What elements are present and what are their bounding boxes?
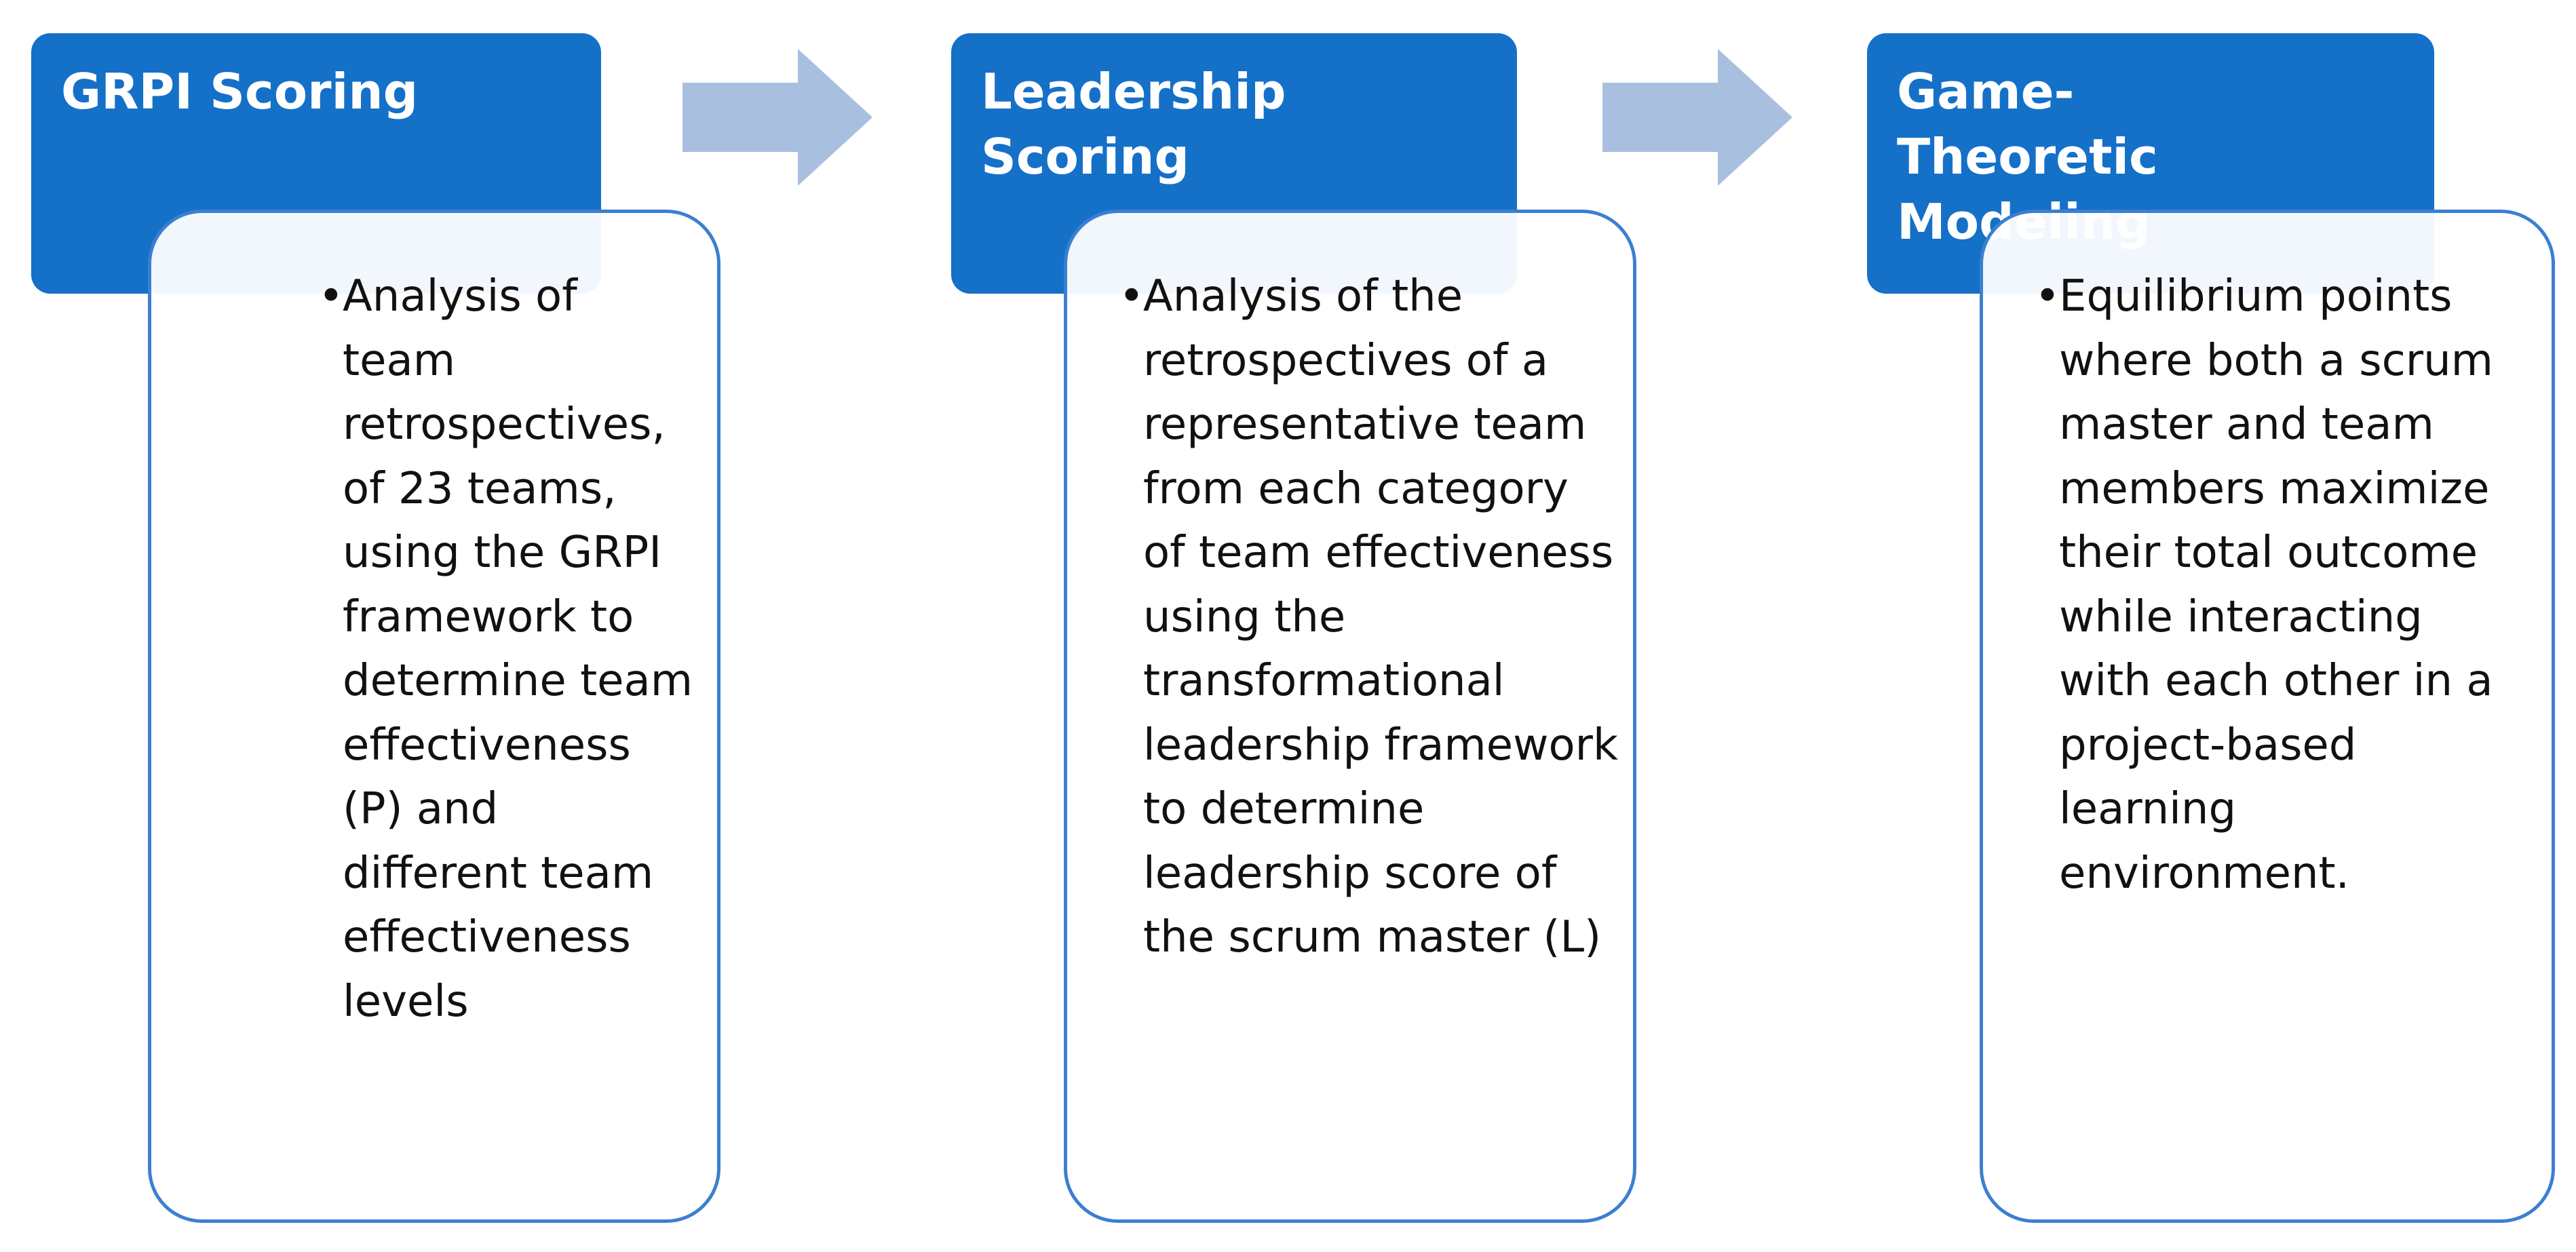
- bullet-list: • Equilibrium points where both a scrum …: [2035, 265, 2527, 905]
- bullet-text: Equilibrium points where both a scrum ma…: [2059, 271, 2493, 899]
- bullet-list: • Analysis of team retrospectives, of 23…: [318, 265, 695, 1034]
- right-arrow-icon: [1602, 49, 1792, 186]
- step-card: • Equilibrium points where both a scrum …: [1980, 210, 2555, 1223]
- bullet-item: • Analysis of the retrospectives of a re…: [1119, 265, 1618, 970]
- step-title: Leadership Scoring: [981, 63, 1286, 185]
- step-card: • Analysis of the retrospectives of a re…: [1064, 210, 1636, 1223]
- bullet-list: • Analysis of the retrospectives of a re…: [1119, 265, 1618, 970]
- bullet-text: Analysis of team retrospectives, of 23 t…: [343, 271, 693, 1027]
- bullet-icon: •: [318, 271, 344, 321]
- step-title: GRPI Scoring: [61, 63, 419, 120]
- bullet-item: • Equilibrium points where both a scrum …: [2035, 265, 2527, 905]
- step-grpi-scoring: GRPI Scoring • Analysis of team retrospe…: [31, 0, 720, 1252]
- bullet-text: Analysis of the retrospectives of a repr…: [1143, 271, 1618, 962]
- bullet-icon: •: [1119, 271, 1145, 321]
- bullet-item: • Analysis of team retrospectives, of 23…: [318, 265, 695, 1034]
- right-arrow-icon: [683, 49, 872, 186]
- step-card: • Analysis of team retrospectives, of 23…: [148, 210, 720, 1223]
- step-leadership-scoring: Leadership Scoring • Analysis of the ret…: [951, 0, 1642, 1252]
- bullet-icon: •: [2035, 271, 2060, 321]
- step-game-theoretic-modeling: Game-Theoretic Modeling • Equilibrium po…: [1867, 0, 2559, 1252]
